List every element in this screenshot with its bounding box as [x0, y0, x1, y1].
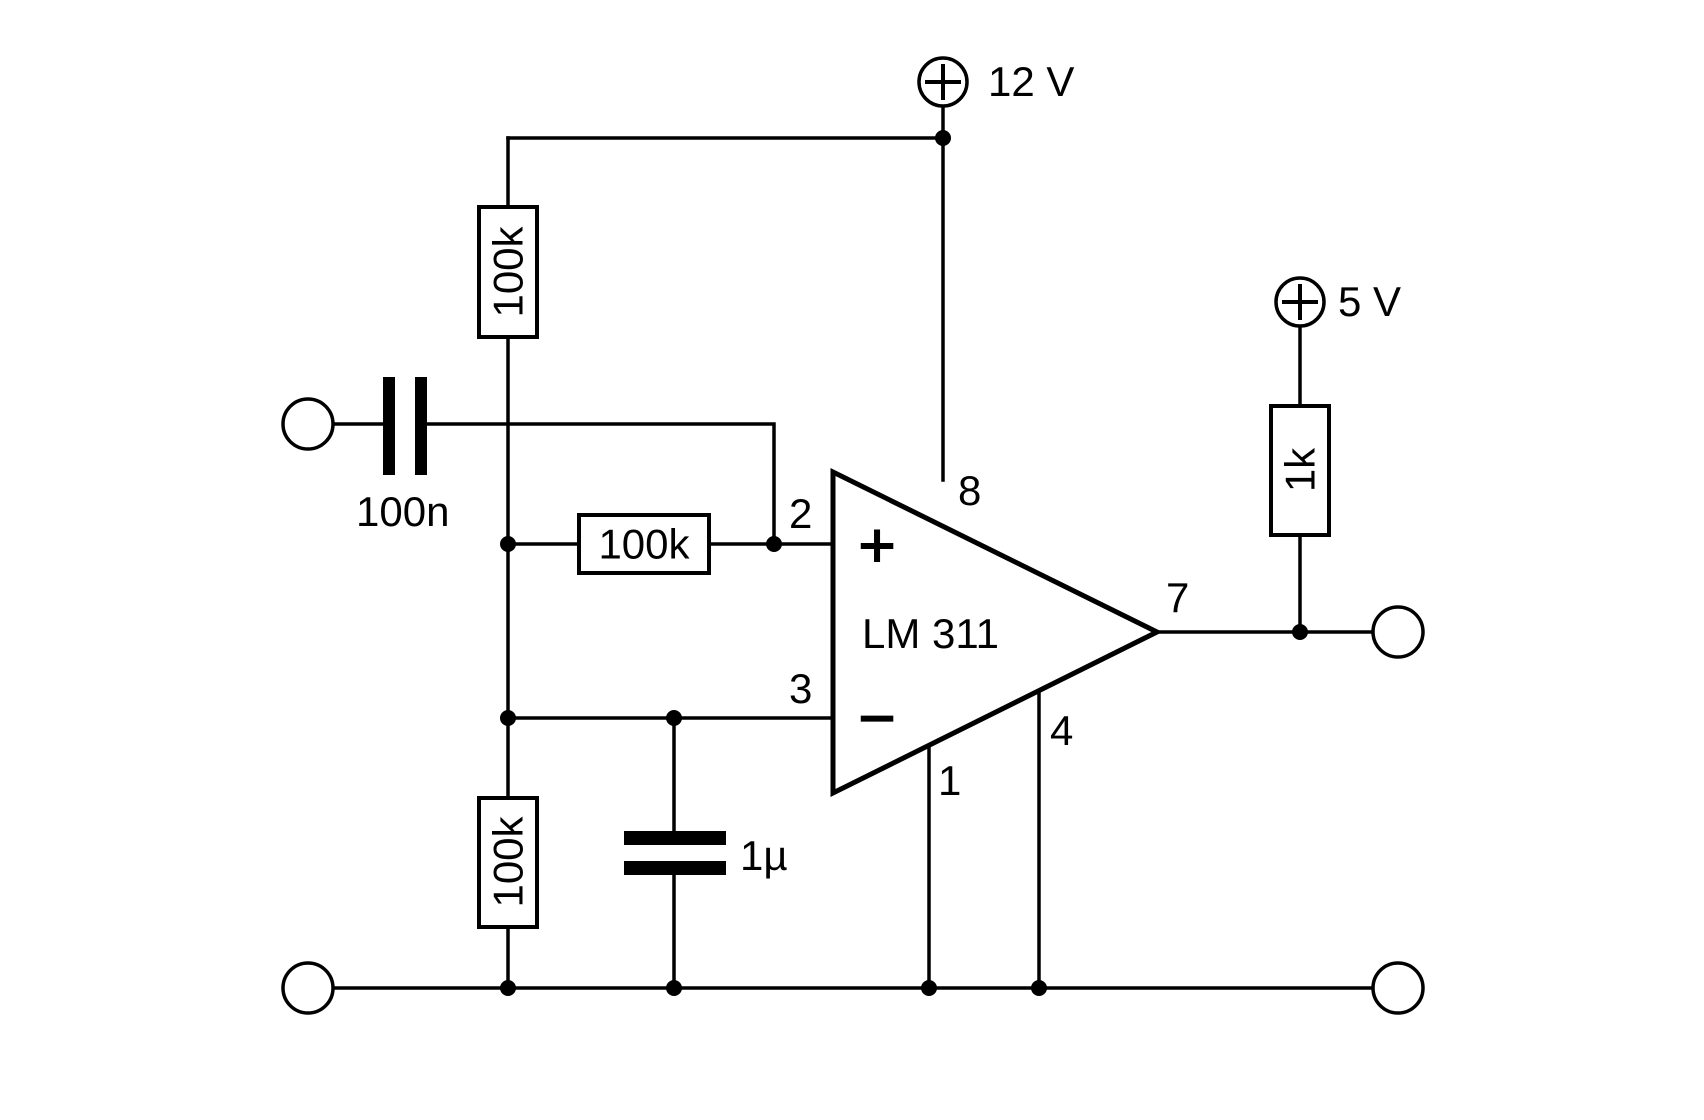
supply-5v-symbol — [1274, 276, 1326, 328]
capacitor-timing-label: 1µ — [740, 832, 788, 879]
junction-dot — [500, 710, 516, 726]
resistor-feedback-label: 100k — [598, 521, 690, 568]
pin-8-label: 8 — [958, 467, 981, 514]
ic-name: LM 311 — [862, 610, 999, 657]
junction-dot — [921, 980, 937, 996]
junction-dots — [500, 130, 1308, 996]
comparator-symbol — [830, 467, 1163, 798]
junction-dot — [666, 710, 682, 726]
junction-dot — [666, 980, 682, 996]
pin-1-label: 1 — [938, 757, 961, 804]
resistor-bottom: 100k — [477, 796, 539, 929]
resistor-bottom-label: 100k — [485, 815, 532, 907]
plus-input-sign: + — [855, 515, 899, 575]
junction-dot — [500, 980, 516, 996]
pin-3-label: 3 — [789, 665, 812, 712]
junction-dot — [500, 536, 516, 552]
capacitor-input — [383, 377, 427, 475]
resistor-feedback: 100k — [577, 513, 711, 575]
resistor-pullup: 1k — [1269, 404, 1331, 537]
junction-dot — [935, 130, 951, 146]
resistor-pullup-label: 1k — [1277, 447, 1324, 492]
resistor-top-label: 100k — [485, 225, 532, 317]
ground-terminal-right — [1371, 961, 1425, 1015]
supply-12v-label: 12 V — [988, 58, 1074, 105]
input-terminal — [281, 397, 335, 451]
junction-dot — [1031, 980, 1047, 996]
ground-terminal-left — [281, 961, 335, 1015]
junction-dot — [1292, 624, 1308, 640]
junction-dot — [766, 536, 782, 552]
output-terminal — [1371, 605, 1425, 659]
capacitor-input-label: 100n — [356, 488, 449, 535]
capacitor-timing — [624, 831, 726, 875]
pin-2-label: 2 — [789, 490, 812, 537]
resistor-top: 100k — [477, 205, 539, 339]
supply-5v-label: 5 V — [1338, 278, 1401, 325]
minus-input-sign: − — [855, 688, 899, 748]
pin-7-label: 7 — [1166, 574, 1189, 621]
pin-4-label: 4 — [1050, 707, 1073, 754]
supply-12v-symbol — [917, 56, 969, 108]
